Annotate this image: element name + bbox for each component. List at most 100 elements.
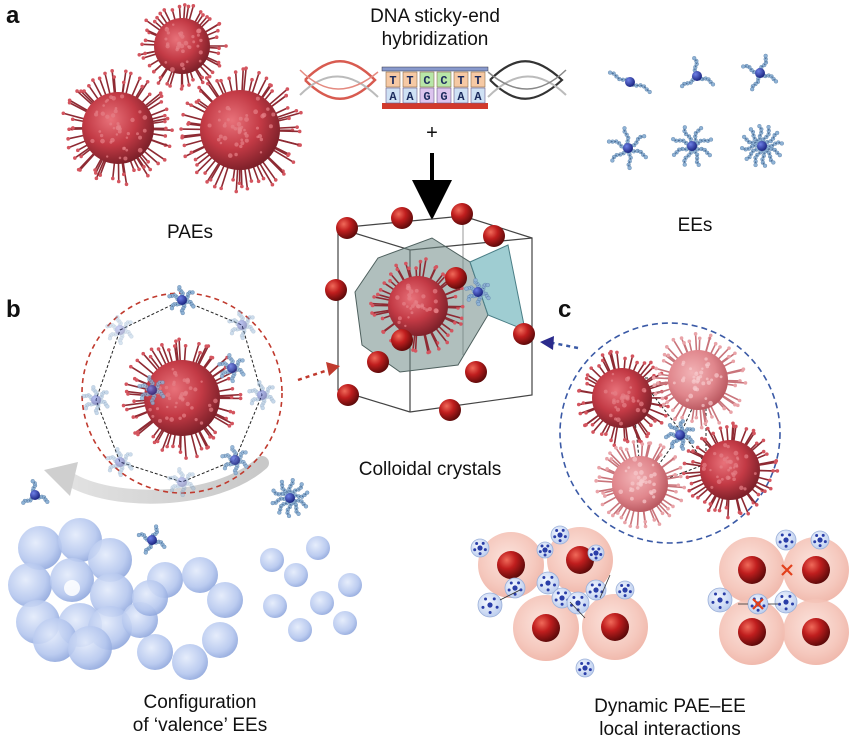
crystal-sphere bbox=[336, 217, 358, 239]
dna-base-bottom-letter: G bbox=[440, 90, 447, 104]
ee-particles bbox=[606, 53, 784, 171]
pae-particle bbox=[179, 66, 303, 194]
crystal-sphere bbox=[465, 361, 487, 383]
cluster-sphere bbox=[338, 573, 362, 597]
motion-arrow bbox=[569, 601, 586, 619]
pae-core-sphere bbox=[738, 618, 766, 646]
configuration-line2: of ‘valence’ EEs bbox=[132, 714, 268, 736]
dynamic-pae bbox=[594, 440, 687, 529]
ee-particle bbox=[741, 53, 779, 92]
ee-bubble bbox=[810, 530, 830, 550]
crystal-sphere bbox=[367, 351, 389, 373]
cluster-sphere bbox=[288, 618, 312, 642]
valence-ee bbox=[227, 310, 256, 341]
cluster-sphere bbox=[284, 563, 308, 587]
dna-base-top bbox=[436, 71, 452, 88]
cluster-sphere bbox=[90, 573, 134, 617]
ee-bubble bbox=[536, 571, 560, 595]
blocked-cross-icon bbox=[752, 598, 764, 610]
blue-dotted-arrow bbox=[552, 341, 579, 350]
dynamic-pae bbox=[651, 332, 748, 430]
valence-ee bbox=[81, 385, 110, 416]
configuration-line1: Configuration bbox=[143, 692, 257, 713]
ee-bubble bbox=[575, 658, 595, 678]
ee-particle bbox=[136, 524, 167, 555]
dna-label-line2: hybridization bbox=[381, 28, 489, 50]
ee-bubble bbox=[774, 590, 798, 614]
panel-label-c: c bbox=[558, 296, 572, 323]
ee-bubble bbox=[566, 591, 590, 615]
pae-particle bbox=[137, 3, 228, 91]
dna-base-top-letter: C bbox=[423, 74, 430, 88]
dna-base-bottom-letter: A bbox=[474, 90, 482, 104]
ee-bubble bbox=[775, 529, 797, 551]
cluster-sphere bbox=[8, 563, 52, 607]
cluster-sphere bbox=[182, 557, 218, 593]
cluster-sphere bbox=[33, 618, 77, 662]
dna-label: DNA sticky-end hybridization bbox=[345, 6, 525, 52]
ee-bubble bbox=[550, 525, 570, 545]
rotation-arrowhead bbox=[44, 462, 78, 496]
cluster-sphere bbox=[137, 634, 173, 670]
ee-particle bbox=[21, 479, 50, 505]
valence-configurations bbox=[8, 478, 362, 680]
pae-core-sphere bbox=[802, 556, 830, 584]
pae-particle bbox=[61, 69, 174, 187]
dna-base-top bbox=[402, 71, 418, 88]
dna-base-bottom-letter: A bbox=[406, 90, 414, 104]
ee-bubble bbox=[585, 579, 607, 601]
ee-particle bbox=[740, 124, 784, 168]
dna-base-top-letter: T bbox=[389, 74, 396, 88]
cluster-sphere bbox=[88, 538, 132, 582]
dynamic-interaction-schematic bbox=[470, 525, 849, 678]
ee-particle bbox=[606, 126, 648, 171]
motion-arrow bbox=[499, 589, 521, 601]
cluster-sphere bbox=[207, 582, 243, 618]
pae-core-sphere bbox=[802, 618, 830, 646]
crystal-sphere bbox=[445, 267, 467, 289]
dynamic-pae bbox=[576, 349, 670, 448]
dna-base-top bbox=[385, 71, 401, 88]
dna-base-bottom-letter: A bbox=[457, 90, 465, 104]
dynamic-pae bbox=[681, 421, 780, 520]
crystal-ee bbox=[464, 278, 491, 307]
ee-bubble bbox=[707, 587, 733, 613]
cluster-sphere bbox=[18, 526, 62, 570]
ee-bubble bbox=[504, 577, 526, 599]
crystal-sphere bbox=[325, 279, 347, 301]
cluster-sphere bbox=[260, 548, 284, 572]
ee-particle bbox=[680, 56, 716, 89]
valence-ee bbox=[105, 447, 134, 478]
cluster-sphere bbox=[310, 591, 334, 615]
rotation-arrow bbox=[61, 456, 269, 504]
crystal-sphere bbox=[513, 323, 535, 345]
cluster-sphere bbox=[132, 580, 168, 616]
dna-base-top bbox=[470, 71, 486, 88]
dna-base-bottom bbox=[385, 87, 401, 104]
ees-label: EEs bbox=[677, 215, 713, 236]
ee-bubble bbox=[615, 580, 635, 600]
crystal-sphere bbox=[483, 225, 505, 247]
dynamic-ee bbox=[663, 419, 696, 451]
valence-ee bbox=[247, 380, 276, 411]
valence-pae bbox=[121, 337, 243, 460]
dynamic-line2: local interactions bbox=[599, 718, 741, 740]
dna-base-bottom bbox=[453, 87, 469, 104]
ee-bubble bbox=[477, 592, 503, 618]
valence-ee bbox=[217, 353, 246, 384]
dna-base-top-letter: C bbox=[440, 74, 447, 88]
dna-label-line1: DNA sticky-end bbox=[370, 6, 500, 27]
dna-base-bottom bbox=[470, 87, 486, 104]
cluster-sphere bbox=[333, 611, 357, 635]
pae-core-sphere bbox=[497, 551, 525, 579]
ee-particle bbox=[270, 478, 310, 519]
dna-base-top bbox=[419, 71, 435, 88]
pae-core-sphere bbox=[566, 546, 594, 574]
colloidal-crystal-cell bbox=[325, 203, 535, 421]
cluster-sphere bbox=[306, 536, 330, 560]
cluster-sphere bbox=[68, 626, 112, 670]
dna-base-top bbox=[453, 71, 469, 88]
ee-particle bbox=[607, 70, 652, 95]
